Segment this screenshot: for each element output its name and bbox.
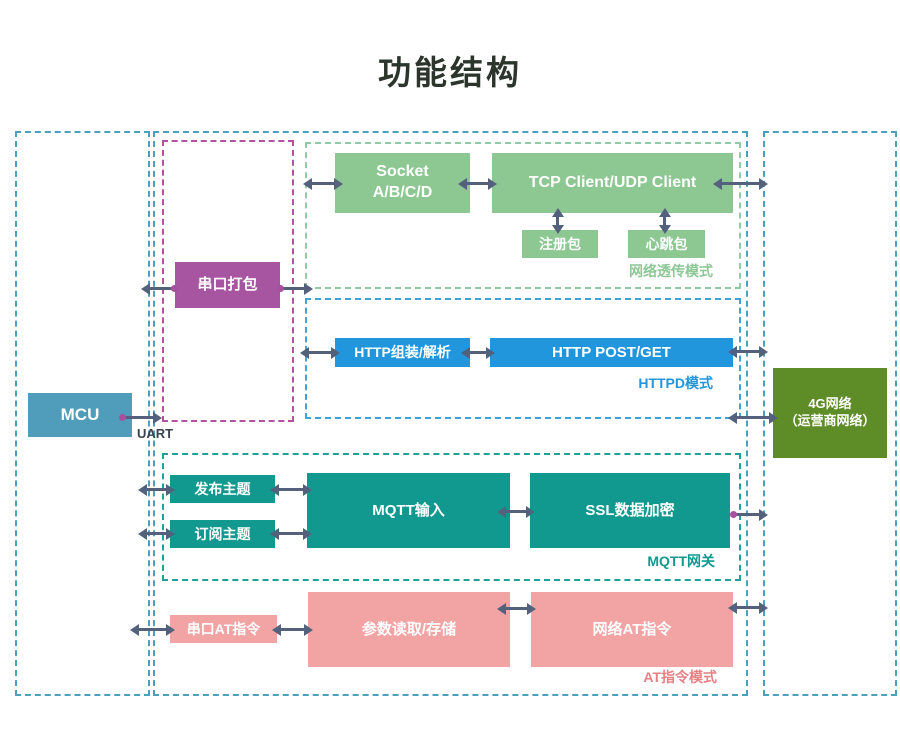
arrow-network-at-to-network-frame <box>728 601 768 614</box>
arrow-frame-to-publish <box>138 483 175 496</box>
subscribe-topic-box: 订阅主题 <box>170 520 275 548</box>
publish-topic-box: 发布主题 <box>170 475 275 503</box>
http-assemble-label: HTTP组装/解析 <box>354 344 451 361</box>
arrow-tail-dot <box>277 285 284 292</box>
ssl-encrypt-box: SSL数据加密 <box>530 473 730 548</box>
arrow-ssl-to-network-frame <box>730 508 768 521</box>
serial-pack-label: 串口打包 <box>197 276 258 294</box>
network-4g-line2: （运营商网络） <box>784 413 876 428</box>
tcp-udp-client-box: TCP Client/UDP Client <box>492 153 733 213</box>
serial-pack-box: 串口打包 <box>175 262 280 308</box>
transparent-mode-frame <box>305 142 741 289</box>
register-packet-label: 注册包 <box>539 235 581 252</box>
arrow-subscribe-to-mqtt-input <box>270 527 312 540</box>
mqtt-gateway-label: MQTT网关 <box>647 553 715 569</box>
arrow-socket-to-tcp <box>458 177 497 190</box>
arrow-frame-to-socket <box>303 177 343 190</box>
arrow-publish-to-mqtt-input <box>270 483 312 496</box>
register-packet-box: 注册包 <box>522 230 598 258</box>
uart-label: UART <box>137 426 174 441</box>
tcp-udp-client-label: TCP Client/UDP Client <box>528 173 697 191</box>
transparent-mode-label: 网络透传模式 <box>629 263 713 279</box>
http-assemble-box: HTTP组装/解析 <box>335 338 470 367</box>
arrow-tail-dot <box>730 511 737 518</box>
param-rw-label: 参数读取/存储 <box>361 620 457 638</box>
arrow-frame-to-serial-at <box>130 623 175 636</box>
network-at-box: 网络AT指令 <box>531 592 733 667</box>
publish-topic-label: 发布主题 <box>194 480 251 497</box>
mqtt-input-box: MQTT输入 <box>307 473 510 548</box>
arrow-serial-pack-right <box>277 282 313 295</box>
mqtt-gateway-frame <box>162 453 741 581</box>
arrow-tail-dot <box>171 285 178 292</box>
arrow-frame-to-http-assemble <box>300 346 340 359</box>
arrow-mcu-to-module <box>119 411 162 424</box>
socket-box: Socket A/B/C/D <box>335 153 470 213</box>
mcu-label: MCU <box>60 404 100 424</box>
serial-at-label: 串口AT指令 <box>186 620 261 637</box>
http-post-get-box: HTTP POST/GET <box>490 338 733 367</box>
arrow-tcp-to-heartbeat <box>658 208 671 234</box>
httpd-mode-label: HTTPD模式 <box>638 375 713 391</box>
arrow-module-to-4g <box>728 411 778 424</box>
arrow-param-to-network-at <box>497 602 536 615</box>
network-at-label: 网络AT指令 <box>592 620 672 638</box>
arrow-serial-pack-left <box>141 282 178 295</box>
heartbeat-packet-box: 心跳包 <box>628 230 705 258</box>
socket-label-line1: Socket <box>376 163 429 181</box>
network-4g-box: 4G网络 （运营商网络） <box>773 368 887 458</box>
serial-at-box: 串口AT指令 <box>170 615 277 643</box>
arrow-tcp-to-network-frame <box>713 177 768 190</box>
serial-pack-frame <box>162 140 294 422</box>
arrow-frame-to-subscribe <box>138 527 175 540</box>
subscribe-topic-label: 订阅主题 <box>194 525 251 542</box>
http-post-get-label: HTTP POST/GET <box>552 343 671 361</box>
httpd-mode-frame <box>305 298 741 419</box>
page-title: 功能结构 <box>378 54 522 91</box>
heartbeat-packet-label: 心跳包 <box>645 235 688 252</box>
mcu-box: MCU <box>28 393 132 437</box>
arrow-serial-at-to-param <box>272 623 313 636</box>
mcu-side-frame <box>15 131 150 696</box>
arrow-http-assemble-to-post <box>461 346 495 359</box>
at-mode-label: AT指令模式 <box>643 669 717 685</box>
arrow-http-to-network-frame <box>728 345 768 358</box>
ssl-encrypt-label: SSL数据加密 <box>585 501 675 519</box>
param-rw-box: 参数读取/存储 <box>308 592 510 667</box>
network-4g-line1: 4G网络 <box>808 396 852 412</box>
network-side-frame <box>763 131 897 696</box>
mqtt-input-label: MQTT输入 <box>372 501 445 519</box>
arrow-tcp-to-register <box>551 208 564 234</box>
arrow-tail-dot <box>119 414 126 421</box>
socket-label-line2: A/B/C/D <box>372 184 433 201</box>
arrow-mqtt-input-to-ssl <box>497 505 535 518</box>
